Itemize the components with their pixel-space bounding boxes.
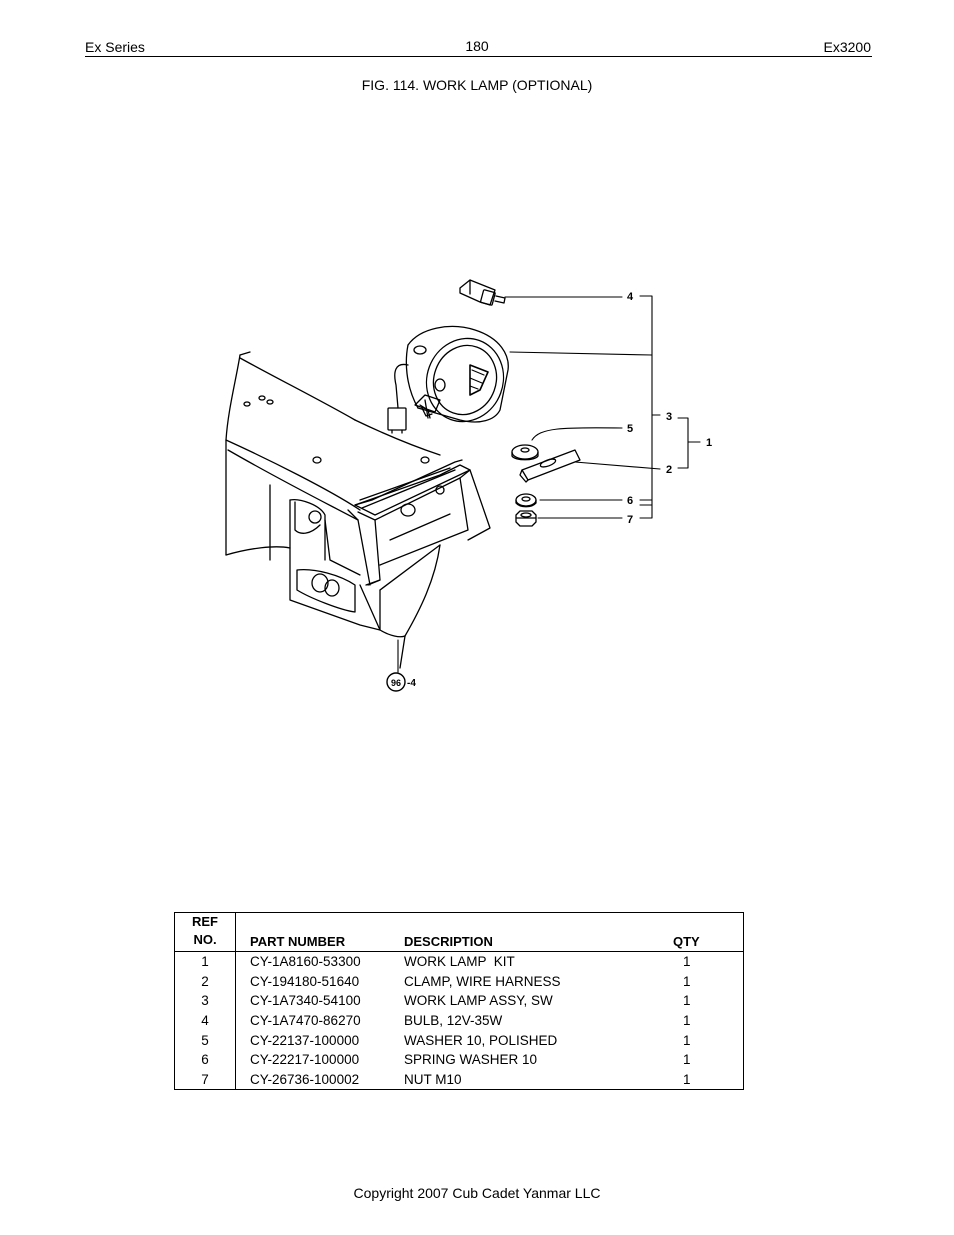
callout-leaders xyxy=(397,295,701,673)
cell-qty: 1 xyxy=(683,1052,691,1068)
figure-reference: 96 -4 xyxy=(386,672,416,692)
cell-ref: 3 xyxy=(174,991,236,1011)
table-row: 3 CY-1A7340-54100 WORK LAMP ASSY, SW 1 xyxy=(174,991,744,1011)
reference-figure-number: 96 xyxy=(391,678,401,688)
cell-part-number: CY-26736-100002 xyxy=(250,1071,360,1087)
header-ref-no: REF NO. xyxy=(174,912,236,952)
work-lamp-diagram: 4 3 5 1 2 6 7 96 -4 xyxy=(225,279,712,692)
cell-description: WORK LAMP ASSY, SW xyxy=(404,993,553,1009)
cell-part-number: CY-1A7340-54100 xyxy=(250,993,361,1009)
cell-qty: 1 xyxy=(683,1032,691,1048)
callout-2: 2 xyxy=(666,464,672,476)
cell-description: WORK LAMP KIT xyxy=(404,954,515,970)
header-description: DESCRIPTION xyxy=(390,912,659,952)
reference-figure-suffix: -4 xyxy=(407,678,416,689)
cell-description: BULB, 12V-35W xyxy=(404,1013,503,1029)
header-model: Ex3200 xyxy=(823,39,871,55)
cell-qty: 1 xyxy=(683,954,691,970)
callout-4: 4 xyxy=(627,291,634,303)
header-divider xyxy=(85,56,872,57)
machine-frame-drawing xyxy=(225,351,491,669)
table-row: 1 CY-1A8160-53300 WORK LAMP KIT 1 xyxy=(174,951,744,972)
cell-qty: 1 xyxy=(683,1013,691,1029)
cell-ref: 6 xyxy=(174,1049,236,1070)
header-series: Ex Series xyxy=(85,39,145,55)
cell-description: WASHER 10, POLISHED xyxy=(404,1032,558,1048)
cell-description: CLAMP, WIRE HARNESS xyxy=(404,973,561,989)
header-ref-line1: REF xyxy=(192,914,218,929)
cell-ref: 4 xyxy=(174,1010,236,1031)
cell-part-number: CY-22217-100000 xyxy=(250,1052,360,1068)
callout-6: 6 xyxy=(627,495,633,507)
figure-title: FIG. 114. WORK LAMP (OPTIONAL) xyxy=(361,77,593,93)
callout-3: 3 xyxy=(666,411,672,423)
callout-1: 1 xyxy=(706,437,712,449)
bulb-drawing xyxy=(459,279,506,306)
cell-part-number: CY-194180-51640 xyxy=(250,973,360,989)
cell-ref: 7 xyxy=(174,1069,236,1090)
cell-qty: 1 xyxy=(683,973,691,989)
table-row: 6 CY-22217-100000 SPRING WASHER 10 1 xyxy=(174,1049,744,1070)
header-part-number: PART NUMBER xyxy=(235,912,390,952)
cell-description: SPRING WASHER 10 xyxy=(404,1052,538,1068)
cell-ref: 2 xyxy=(174,971,236,992)
hardware-drawing xyxy=(511,444,581,527)
copyright-footer: Copyright 2007 Cub Cadet Yanmar LLC xyxy=(353,1185,601,1201)
cell-qty: 1 xyxy=(683,993,691,1009)
header-ref-line2: NO. xyxy=(193,932,217,947)
cell-ref: 5 xyxy=(174,1030,236,1050)
table-row: 5 CY-22137-100000 WASHER 10, POLISHED 1 xyxy=(174,1030,744,1050)
callout-5: 5 xyxy=(627,423,633,435)
cell-description: NUT M10 xyxy=(404,1071,462,1087)
work-lamp-drawing xyxy=(387,325,509,434)
parts-table: REF NO. PART NUMBER DESCRIPTION QTY 1 CY… xyxy=(174,912,744,1091)
cell-part-number: CY-1A7470-86270 xyxy=(250,1013,361,1029)
page-number: 180 xyxy=(465,38,489,54)
cell-ref: 1 xyxy=(174,951,236,972)
cell-qty: 1 xyxy=(683,1071,691,1087)
callout-7: 7 xyxy=(627,514,633,526)
cell-part-number: CY-1A8160-53300 xyxy=(250,954,361,970)
table-row: 7 CY-26736-100002 NUT M10 1 xyxy=(174,1069,744,1090)
header-qty: QTY xyxy=(659,912,744,952)
table-row: 4 CY-1A7470-86270 BULB, 12V-35W 1 xyxy=(174,1010,744,1031)
cell-part-number: CY-22137-100000 xyxy=(250,1032,360,1048)
table-row: 2 CY-194180-51640 CLAMP, WIRE HARNESS 1 xyxy=(174,971,744,992)
table-header-row: REF NO. PART NUMBER DESCRIPTION QTY xyxy=(174,912,744,952)
